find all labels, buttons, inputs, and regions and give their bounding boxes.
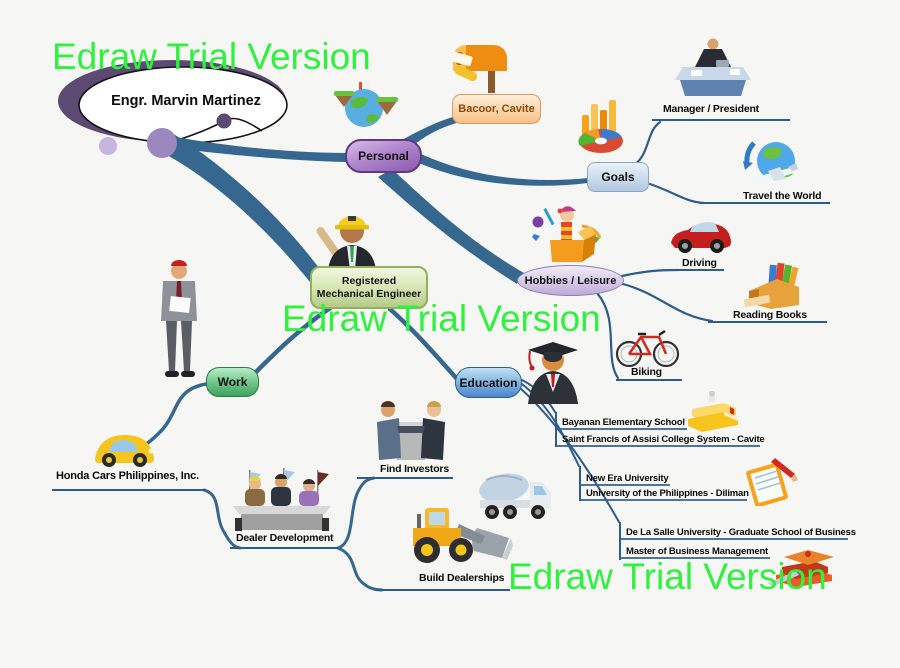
label-travel-the-world[interactable]: Travel the World (743, 190, 822, 202)
label-dealer-development[interactable]: Dealer Development (236, 532, 334, 544)
gradcap-books-icon (768, 550, 834, 587)
label-honda-cars[interactable]: Honda Cars Philippines, Inc. (56, 470, 199, 482)
label-driving[interactable]: Driving (682, 257, 717, 269)
cement-truck-icon (479, 473, 551, 519)
chart-icon (578, 100, 623, 153)
mailbox-icon (452, 45, 507, 93)
label-dlsu-gsb[interactable]: De La Salle University - Graduate School… (626, 527, 856, 538)
edraw-watermark-middle: Edraw Trial Version (282, 298, 601, 339)
node-registered-mechanical-engineer[interactable]: Registered Mechanical Engineer (310, 266, 428, 309)
graduate-icon (528, 342, 578, 404)
root-topic-title[interactable]: Engr. Marvin Martinez (111, 93, 261, 109)
label-build-dealerships[interactable]: Build Dealerships (419, 572, 505, 584)
jack-in-box-icon (532, 206, 602, 262)
root-dot-light (99, 137, 117, 155)
label-reading-books[interactable]: Reading Books (733, 309, 807, 321)
label-up-diliman[interactable]: University of the Philippines - Diliman (586, 488, 749, 499)
node-bacoor-cavite[interactable]: Bacoor, Cavite (452, 94, 541, 124)
man-at-desk-icon (675, 38, 751, 96)
label-new-era-university[interactable]: New Era University (586, 473, 669, 484)
node-personal[interactable]: Personal (345, 139, 422, 173)
root-dot-dark (216, 113, 232, 129)
engineer-icon (316, 216, 376, 270)
yellow-car-icon (95, 435, 154, 467)
handshake-icon (377, 401, 445, 460)
label-master-business-mgmt[interactable]: Master of Business Management (626, 546, 769, 557)
root-dot-medium (147, 128, 177, 158)
islands-globe-icon (334, 81, 398, 127)
bicycle-icon (615, 329, 680, 367)
node-goals[interactable]: Goals (587, 162, 649, 192)
label-saint-francis[interactable]: Saint Francis of Assisi College System -… (562, 434, 765, 445)
globe-plane-icon (743, 141, 798, 185)
node-hobbies-leisure[interactable]: Hobbies / Leisure (517, 265, 624, 296)
meeting-icon (233, 468, 331, 531)
wheel-loader-icon (413, 508, 513, 563)
books-icon (743, 262, 799, 309)
label-bayanan-elementary[interactable]: Bayanan Elementary School (562, 417, 685, 428)
node-education[interactable]: Education (455, 367, 522, 398)
node-work[interactable]: Work (206, 367, 259, 397)
notepad-icon (746, 458, 798, 506)
label-find-investors[interactable]: Find Investors (380, 463, 449, 475)
edraw-watermark-top: Edraw Trial Version (52, 36, 371, 77)
yellow-books-icon (688, 391, 738, 432)
red-car-icon (671, 222, 731, 253)
label-biking[interactable]: Biking (631, 366, 662, 378)
label-manager-president[interactable]: Manager / President (663, 103, 759, 115)
edraw-watermark-bottom: Edraw Trial Version (508, 556, 827, 597)
man-red-cap-icon (161, 260, 197, 377)
